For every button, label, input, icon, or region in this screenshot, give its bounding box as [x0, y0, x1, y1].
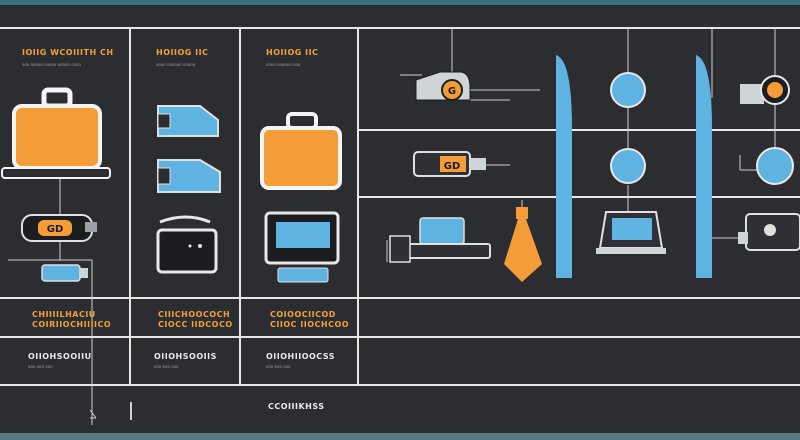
col1-header-sub: ooo ooooo ooooo ooooo oooo — [22, 62, 81, 67]
monitor-icon — [156, 215, 218, 274]
blue-side-bars — [556, 55, 712, 278]
row1-col2-line1: CIIICHOOCOCH — [158, 310, 231, 319]
cable-connector-icon — [415, 71, 471, 101]
row1-col2-line2: CIOCC IIDCOCO — [158, 320, 233, 329]
camera-icon — [738, 213, 800, 251]
briefcase-icon — [260, 112, 342, 190]
cable-connector-icon — [740, 75, 790, 105]
col3-header-sub: oooo oooooo ooo — [266, 62, 301, 67]
footer-title: CCOIIIKHSS — [268, 402, 325, 411]
bottom-bar — [0, 433, 800, 440]
cable-connector-icon — [21, 214, 97, 242]
connector-lines — [8, 28, 776, 425]
row1-col3-line1: COIOOCIICOD — [270, 310, 336, 319]
laptop-icon — [596, 211, 666, 254]
laptop-icon — [157, 159, 221, 193]
laptop-icon — [157, 105, 219, 137]
badge-g-text: G — [448, 86, 456, 97]
row2-col1-title: OIIOHSOOIIU — [28, 352, 92, 361]
laptop-icon — [389, 217, 491, 263]
col2-header-title: HOIIOG IIC — [156, 48, 209, 57]
col1-header-title: IOIIG WCOIIITH CH — [22, 48, 114, 57]
row1-col1-line2: COIRIIOCHIIIICO — [32, 320, 112, 329]
top-bar — [0, 0, 800, 5]
globe-node-icon — [756, 147, 794, 185]
row2-col2-title: OIIOHSOOIIS — [154, 352, 217, 361]
col2-header-sub: oooo oooooo ooooo — [156, 62, 196, 67]
row1-col1-line1: CHIIIILHACIU — [32, 310, 96, 319]
grid-lines — [0, 27, 800, 386]
row2-col3-sub: ooo ooo ooo — [266, 364, 291, 369]
briefcase-icon — [1, 87, 111, 179]
usb-drive-icon — [41, 264, 88, 282]
row2-col3-title: OIIOHIIOOCSS — [266, 352, 335, 361]
globe-node-icon — [610, 148, 646, 184]
row1-col3-line2: CIIOC IIOCHCOO — [270, 320, 350, 329]
row2-col2-sub: ooo ooo ooo — [154, 364, 179, 369]
badge-gd2-text: GD — [444, 161, 461, 172]
globe-node-icon — [610, 72, 646, 108]
col3-header-title: HOIIOG IIC — [266, 48, 319, 57]
monitor-icon — [264, 211, 340, 283]
footer-tick — [130, 402, 132, 420]
necktie-icon — [504, 207, 542, 282]
row2-col1-sub: ooo ooo ooo — [28, 364, 53, 369]
usb-drive-icon — [413, 151, 486, 177]
badge-gd-text: GD — [47, 224, 64, 235]
